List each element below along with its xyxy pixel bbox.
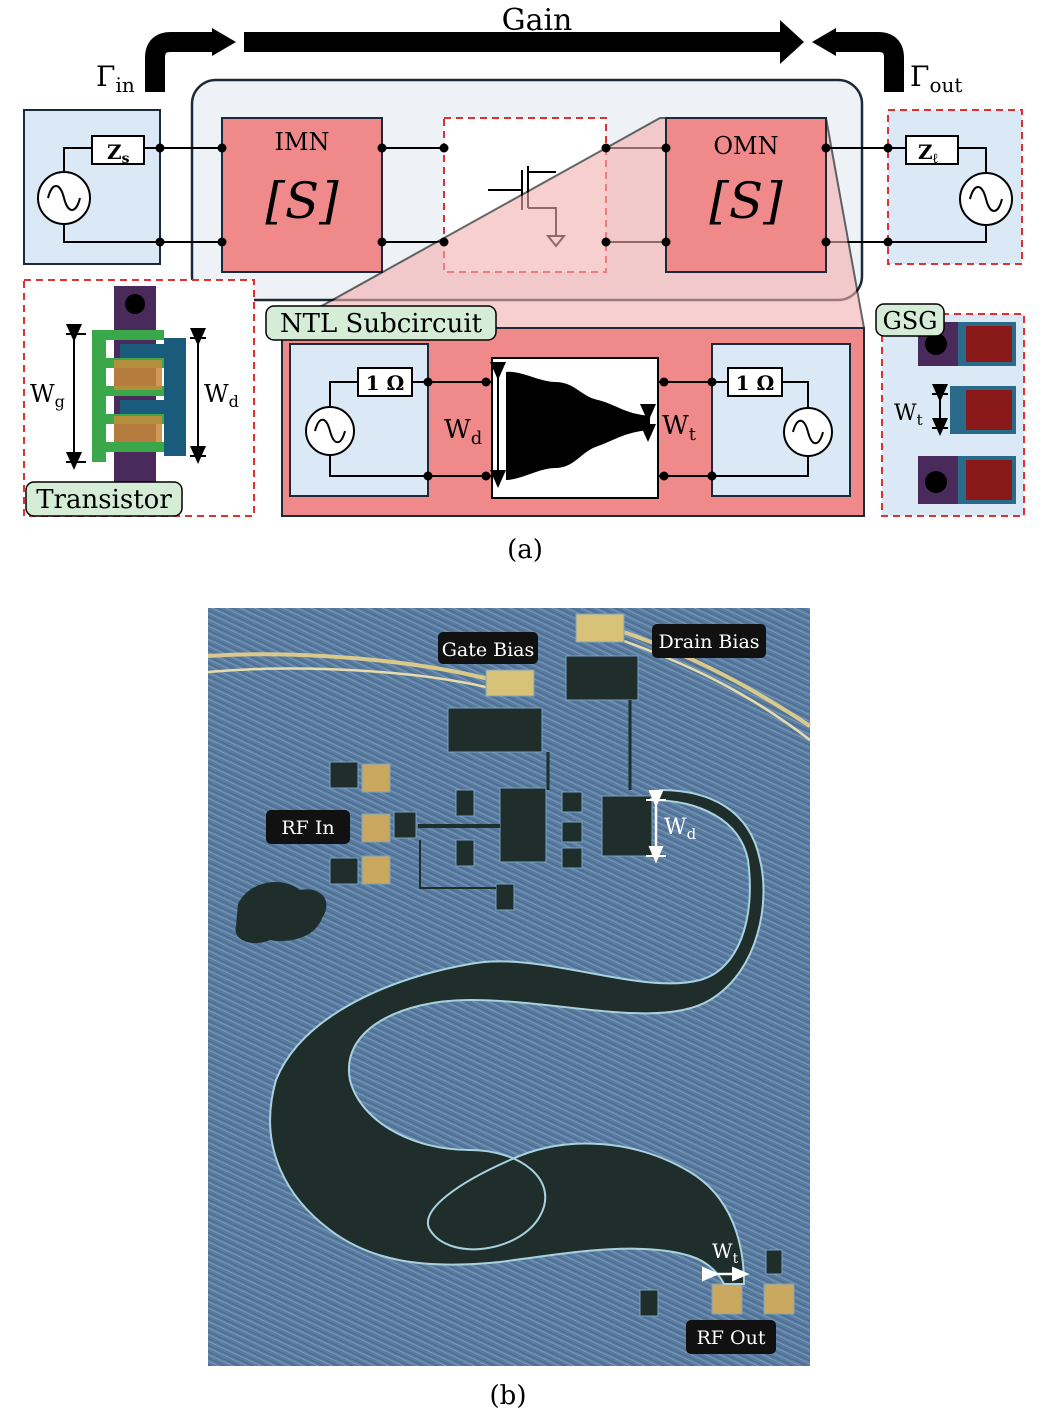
chip-wd-label: Wd — [664, 815, 697, 843]
chip-wt-label: Wt — [712, 1239, 739, 1267]
gsg-panel: Wt GSG — [875, 303, 1025, 517]
gamma-out-label: Γout — [910, 60, 962, 97]
transistor-tag-label: Transistor — [36, 485, 172, 515]
gsg-wt-label: Wt — [894, 401, 923, 429]
svg-text:Drain Bias: Drain Bias — [658, 631, 759, 653]
gain-label: Gain — [502, 3, 573, 38]
ntl-right-resistor — [727, 367, 783, 397]
ntl-left-resistor — [357, 367, 413, 397]
svg-text:RF In: RF In — [281, 817, 334, 839]
source-impedance-box — [91, 135, 145, 165]
rf-out-label: RF Out — [686, 1320, 776, 1354]
chip-wd-dimension: Wd — [646, 790, 697, 864]
transistor-wd-label: Wd — [204, 380, 239, 411]
caption-b: (b) — [490, 1381, 527, 1411]
bond-wire-gate — [207, 652, 501, 684]
gsg-tag — [875, 303, 945, 337]
ntl-tag-label: NTL Subcircuit — [280, 309, 483, 339]
omn-title: OMN — [713, 132, 778, 160]
transistor-tag — [25, 481, 183, 517]
svg-text:RF Out: RF Out — [697, 1327, 766, 1349]
transistor-wg-label: Wg — [30, 380, 65, 411]
chip-blob — [235, 881, 327, 944]
source-impedance-label: Zs — [107, 140, 130, 167]
drain-bias-label: Drain Bias — [652, 624, 766, 658]
load-impedance-label: Zℓ — [918, 140, 939, 167]
imn-matrix: [S] — [265, 172, 339, 230]
gamma-in-label: Γin — [96, 60, 135, 97]
imn-block: IMN [S] — [221, 117, 383, 273]
omn-block: OMN [S] — [665, 117, 827, 273]
chip-wt-dimension: Wt — [702, 1239, 750, 1282]
ntl-right-resistor-label: 1 Ω — [736, 371, 775, 395]
ntl-left-resistor-label: 1 Ω — [366, 371, 405, 395]
gate-bias-label: Gate Bias — [438, 632, 538, 664]
transistor-layout-panel: Wg Wd Transistor — [23, 279, 255, 517]
panel-a: Gain Γin Γout Zs — [23, 3, 1025, 565]
chip-components — [329, 613, 795, 1317]
ntl-wd-label: Wd — [444, 415, 482, 449]
gain-arrow — [244, 20, 804, 64]
source-box: Zs — [23, 109, 161, 265]
omn-matrix: [S] — [709, 172, 783, 230]
gamma-out-arrow — [812, 28, 904, 92]
panel-b: Wd Wt Gate Bias Drain Bias RF In RF Out … — [207, 608, 812, 1411]
load-impedance-box — [905, 135, 959, 165]
load-box: Zℓ — [887, 109, 1023, 265]
ntl-trace — [269, 788, 765, 1285]
ntl-wt-label: Wt — [662, 411, 697, 445]
caption-a: (a) — [507, 535, 543, 565]
imn-title: IMN — [274, 128, 329, 156]
ntl-taper-shape — [506, 371, 650, 480]
gamma-in-arrow — [145, 28, 236, 92]
svg-text:Gate Bias: Gate Bias — [442, 639, 535, 661]
gsg-tag-label: GSG — [883, 307, 938, 335]
bond-wire-drain — [605, 624, 812, 728]
ntl-subcircuit-panel: 1 Ω 1 Ω Wd Wt NTL Subcircuit — [265, 305, 865, 517]
ntl-tag — [265, 305, 497, 341]
rf-in-label: RF In — [266, 810, 350, 844]
junction-dots — [155, 143, 893, 247]
